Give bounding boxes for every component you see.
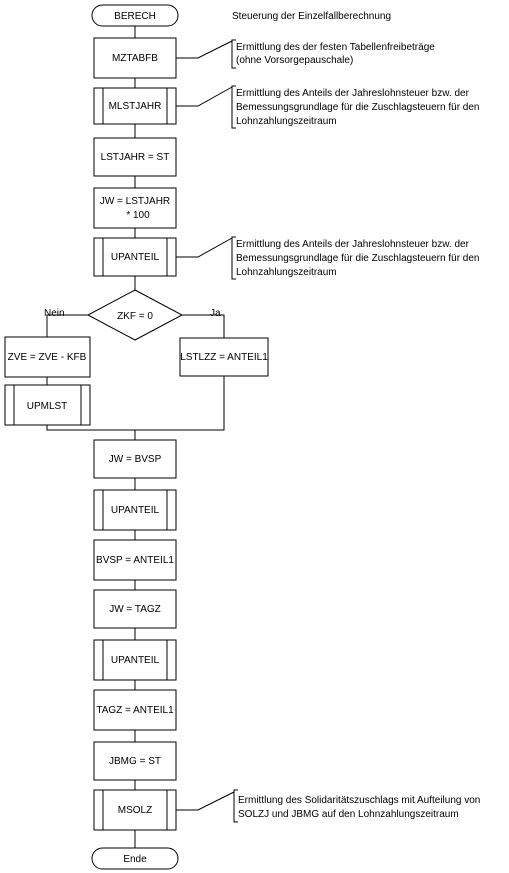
diagram-title: Steuerung der Einzelfallberechnung: [232, 11, 391, 22]
end-label: Ende: [123, 854, 147, 865]
annotation-2-line-1: Ermittlung des Anteils der Jahreslohnste…: [236, 88, 470, 99]
process-jw-lstjahr-label-1: JW = LSTJAHR: [100, 196, 170, 207]
process-jw-lstjahr-label-2: * 100: [126, 210, 150, 221]
decision-zkf: [86, 289, 184, 341]
subroutine-upanteil-1-label: UPANTEIL: [111, 252, 160, 263]
subroutine-upanteil-2: [93, 489, 177, 531]
process-mztabfb: [93, 37, 177, 79]
flow-connectors: [46, 26, 225, 848]
subroutine-msolz-label: MSOLZ: [118, 805, 152, 816]
process-jw-tagz-label: JW = TAGZ: [109, 604, 161, 615]
process-jw-tagz: [93, 589, 177, 629]
subroutine-upanteil-1: [93, 237, 177, 277]
start-terminator: [91, 4, 179, 27]
process-bvsp-anteil-label: BVSP = ANTEIL1: [96, 555, 174, 566]
process-zve-kfb-label: ZVE = ZVE - KFB: [8, 352, 87, 363]
annotation-3-line-3: Lohnzahlungszeitraum: [236, 267, 337, 278]
process-jw-bvsp: [93, 439, 177, 479]
annotation-3: Ermittlung des Anteils der Jahreslohnste…: [236, 239, 479, 278]
subroutine-upmlst-label: UPMLST: [27, 401, 68, 412]
end-terminator: [91, 847, 179, 870]
annotation-1: Ermittlung des der festen Tabellenfreibe…: [236, 42, 435, 66]
process-lstlzz: [179, 337, 269, 377]
process-bvsp-anteil: [93, 539, 177, 581]
annotation-1-line-2: (ohne Vorsorgepauschale): [236, 55, 353, 66]
annotation-2-line-2: Bemessungsgrundlage für die Zuschlagsteu…: [236, 102, 479, 113]
annotation-1-line-1: Ermittlung des der festen Tabellenfreibe…: [236, 42, 435, 53]
annotation-leaders: [176, 39, 238, 823]
annotation-4-line-2: SOLZJ und JBMG auf den Lohnzahlungszeitr…: [238, 809, 459, 820]
subroutine-upanteil-3-label: UPANTEIL: [111, 655, 160, 666]
annotation-4-line-1: Ermittlung des Solidaritätszuschlags mit…: [238, 795, 480, 806]
process-mztabfb-label: MZTABFB: [112, 53, 158, 64]
process-lstlzz-label: LSTLZZ = ANTEIL1: [180, 352, 268, 363]
start-label: BERECH: [114, 11, 156, 22]
annotation-2: Ermittlung des Anteils der Jahreslohnste…: [236, 88, 479, 127]
process-tagz-anteil: [93, 689, 177, 731]
process-zve-kfb: [4, 336, 91, 378]
process-tagz-anteil-label: TAGZ = ANTEIL1: [96, 705, 174, 716]
branch-no-label: Nein: [44, 308, 65, 319]
process-lstjahr-st: [93, 137, 177, 177]
subroutine-mlstjahr-label: MLSTJAHR: [109, 101, 162, 112]
subroutine-upmlst: [4, 384, 91, 426]
process-jw-bvsp-label: JW = BVSP: [109, 454, 162, 465]
annotation-3-line-1: Ermittlung des Anteils der Jahreslohnste…: [236, 239, 470, 250]
annotation-4: Ermittlung des Solidaritätszuschlags mit…: [238, 795, 480, 820]
process-jbmg-st-label: JBMG = ST: [109, 756, 161, 767]
subroutine-mlstjahr: [93, 87, 177, 125]
branch-yes-label: Ja: [210, 308, 221, 319]
process-jbmg-st: [93, 741, 177, 781]
subroutine-upanteil-2-label: UPANTEIL: [111, 505, 160, 516]
process-jw-lstjahr: [93, 187, 177, 229]
annotation-3-line-2: Bemessungsgrundlage für die Zuschlagsteu…: [236, 253, 479, 264]
annotation-2-line-3: Lohnzahlungszeitraum: [236, 116, 337, 127]
decision-zkf-label: ZKF = 0: [117, 311, 153, 322]
process-lstjahr-st-label: LSTJAHR = ST: [101, 152, 170, 163]
subroutine-upanteil-3: [93, 639, 177, 681]
subroutine-msolz: [93, 789, 177, 831]
